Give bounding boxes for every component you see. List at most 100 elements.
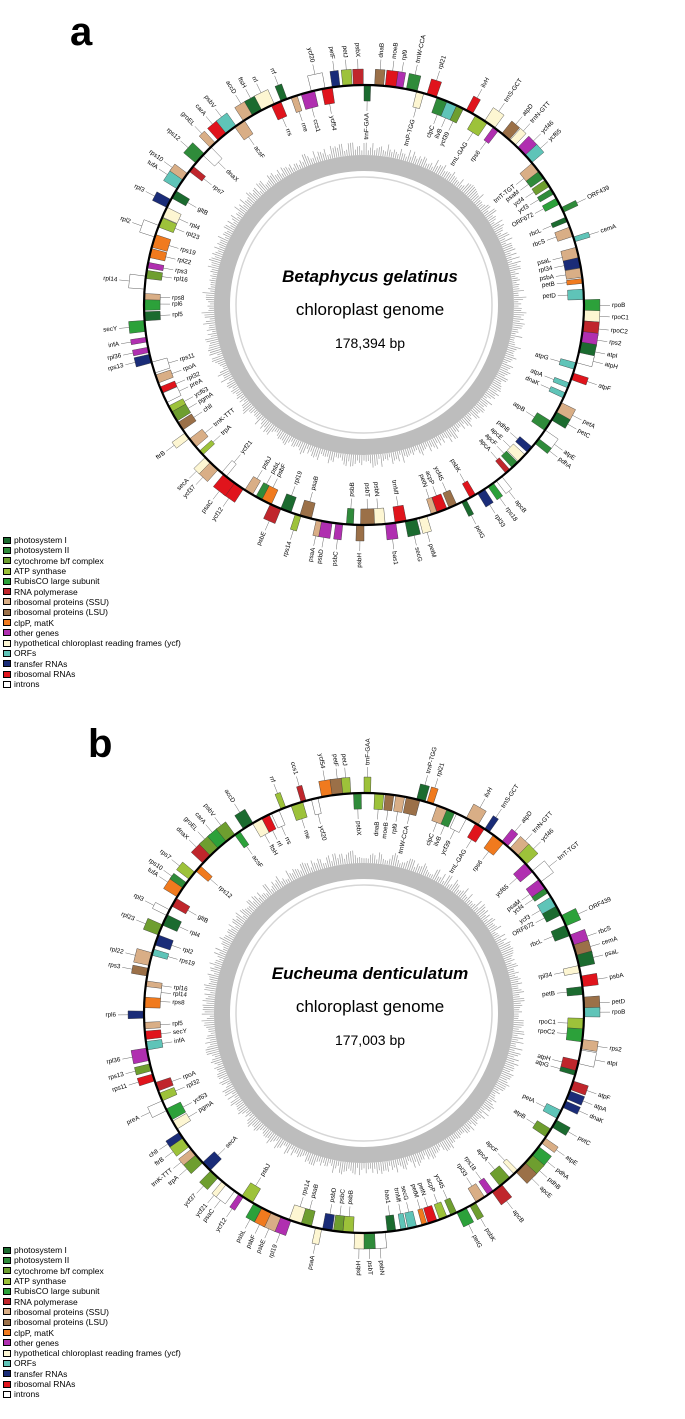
legend-item: cytochrome b/f complex bbox=[3, 1266, 363, 1276]
gene-label: cemA bbox=[601, 935, 619, 946]
gene-block bbox=[132, 346, 150, 357]
gene-block bbox=[234, 120, 254, 141]
gene-block bbox=[363, 84, 371, 102]
gene-label: rpl6 bbox=[172, 301, 183, 308]
gene-label: trnMf bbox=[392, 1187, 401, 1203]
legend-item: other genes bbox=[3, 1338, 363, 1348]
gene-label: atpB bbox=[512, 401, 527, 414]
gene-label: psbB bbox=[348, 482, 356, 497]
genome-subtitle-b: chloroplast genome bbox=[295, 997, 445, 1016]
gene-label: ycf20 bbox=[317, 825, 327, 842]
gene-label: petB bbox=[542, 281, 556, 289]
inner-circle bbox=[235, 884, 493, 1142]
legend-label: ribosomal proteins (LSU) bbox=[14, 607, 109, 618]
gene-label: rpl4 bbox=[188, 929, 201, 940]
gene-label: rpl23 bbox=[120, 911, 136, 923]
gene-label: psaA bbox=[307, 546, 317, 562]
legend-swatch bbox=[3, 577, 11, 585]
gene-label: psaB bbox=[310, 1183, 321, 1199]
gene-label: rps6 bbox=[471, 859, 484, 873]
gene-block bbox=[374, 69, 386, 87]
legend-label: RubisCO large subunit bbox=[14, 576, 100, 587]
legend-item: ATP synthase bbox=[3, 1276, 363, 1286]
gene-block bbox=[183, 142, 205, 164]
legend-label: ribosomal proteins (SSU) bbox=[14, 596, 109, 607]
gene-label: trnS-GCT bbox=[500, 783, 521, 809]
gene-label: dnaB bbox=[373, 821, 381, 836]
gene-label: acsF bbox=[250, 854, 264, 869]
legend-item: photosystem II bbox=[3, 545, 363, 555]
legend-swatch bbox=[3, 1287, 11, 1295]
legend-swatch bbox=[3, 670, 11, 678]
gene-block bbox=[484, 107, 505, 129]
gene-label: psbC bbox=[331, 551, 340, 567]
legend-label: ribosomal proteins (SSU) bbox=[14, 1306, 109, 1317]
gene-block bbox=[373, 793, 385, 811]
gene-label: psaL bbox=[537, 257, 552, 267]
gene-label: petJ bbox=[340, 754, 348, 766]
legend-swatch bbox=[3, 1298, 11, 1306]
gene-label: rpl5 bbox=[172, 311, 183, 319]
gene-label: rpoB bbox=[612, 1009, 625, 1016]
gene-block bbox=[483, 834, 504, 856]
gene-label: petF bbox=[327, 46, 336, 60]
genome-backbone bbox=[142, 791, 586, 1235]
gene-label: trnW-CCA bbox=[414, 34, 427, 64]
legend-label: ORFs bbox=[14, 648, 37, 659]
gene-block bbox=[146, 262, 165, 271]
gene-label: psbD bbox=[329, 1187, 338, 1203]
legend-label: photosystem II bbox=[14, 1255, 70, 1266]
legend-swatch bbox=[3, 1267, 11, 1275]
gene-label: moeB bbox=[381, 822, 390, 839]
gene-label: rps8 bbox=[172, 999, 185, 1007]
legend-label: photosystem I bbox=[14, 535, 67, 546]
gene-block bbox=[274, 792, 287, 810]
gene-label: rps19 bbox=[178, 957, 196, 968]
gene-label: apcB bbox=[511, 1209, 525, 1225]
gene-blocks bbox=[127, 776, 601, 1250]
gene-label: petF bbox=[331, 754, 339, 767]
legend-swatch bbox=[3, 1256, 11, 1264]
gene-label: apcB bbox=[513, 499, 527, 515]
gene-label: psbA bbox=[609, 972, 625, 981]
legend-item: clpP, matK bbox=[3, 1327, 363, 1338]
gene-label: psbB bbox=[347, 1190, 355, 1205]
gene-label: acpP bbox=[424, 470, 436, 486]
gene-block bbox=[130, 336, 148, 345]
gene-label: rpl16 bbox=[173, 275, 188, 284]
legend-item: ribosomal proteins (SSU) bbox=[3, 1307, 363, 1317]
gene-label: rps7 bbox=[211, 184, 225, 197]
gene-label: petN bbox=[416, 1182, 427, 1197]
gene-label: ccs1 bbox=[289, 761, 299, 776]
legend-label: ribosomal RNAs bbox=[14, 669, 76, 679]
gene-label: dnaX bbox=[175, 826, 191, 842]
legend-swatch bbox=[3, 557, 11, 565]
gene-label: trnK-TTT bbox=[212, 407, 236, 428]
gene-label: rpl34 bbox=[538, 971, 554, 981]
genome-title-b: Eucheuma denticulatum chloroplast genome… bbox=[230, 964, 510, 1050]
legend-item: transfer RNAs bbox=[3, 1369, 363, 1379]
gene-block bbox=[145, 1039, 164, 1051]
gene-label: moeB bbox=[391, 42, 400, 59]
gc-content-profile bbox=[201, 850, 525, 1176]
gene-block bbox=[491, 1184, 513, 1206]
gene-label: ORF439 bbox=[588, 896, 613, 913]
legend-label: photosystem II bbox=[14, 545, 70, 556]
gene-label: carA bbox=[194, 103, 208, 118]
gene-label: ORF672 bbox=[511, 211, 536, 229]
gene-label: rbcS bbox=[532, 238, 547, 249]
gene-label: atpE bbox=[564, 1154, 579, 1167]
gene-label: atpA bbox=[529, 367, 544, 379]
gene-label: gltB bbox=[196, 913, 209, 925]
legend-label: ATP synthase bbox=[14, 566, 67, 577]
gene-label: rps12 bbox=[217, 884, 234, 900]
gene-label: psaC bbox=[200, 498, 215, 514]
legend-swatch bbox=[3, 1277, 11, 1285]
gene-label: rrs bbox=[284, 128, 293, 138]
gene-block bbox=[333, 1214, 345, 1233]
